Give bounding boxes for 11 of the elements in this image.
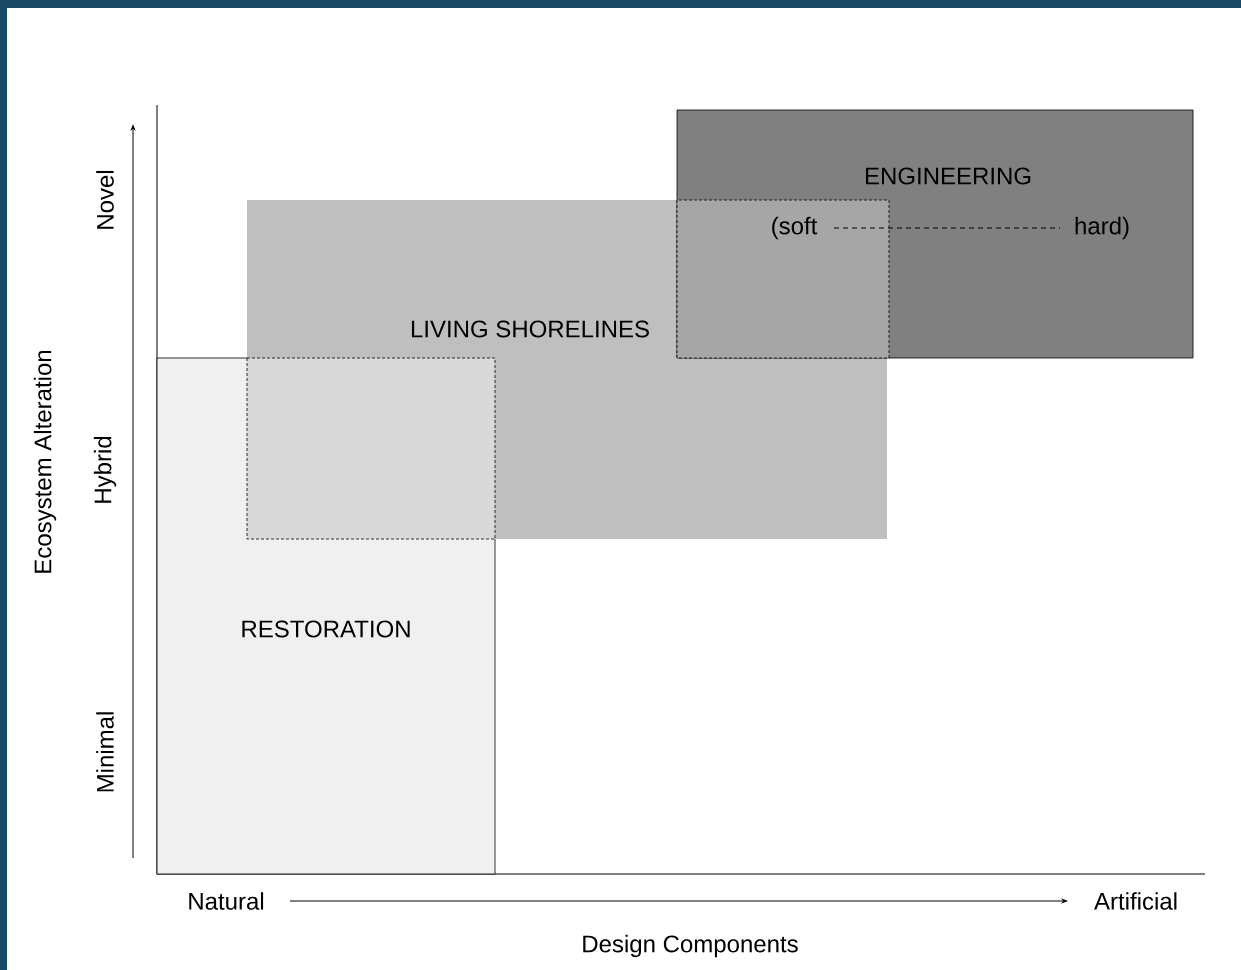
axis-label: Minimal <box>96 712 114 792</box>
region-label: RESTORATION <box>242 620 410 638</box>
region-label: hard) <box>1075 216 1129 240</box>
region-label: ENGINEERING <box>866 167 1031 185</box>
axis-title: Design Components <box>583 934 798 958</box>
region-label: LIVING SHORELINES <box>411 320 649 338</box>
axis-title: Ecosystem Alteration <box>33 350 57 573</box>
region-label: (soft <box>772 216 818 240</box>
axis-label: Artificial <box>1094 892 1177 910</box>
axis-label: Hybrid <box>93 436 117 503</box>
axis-label: Novel <box>96 170 114 229</box>
